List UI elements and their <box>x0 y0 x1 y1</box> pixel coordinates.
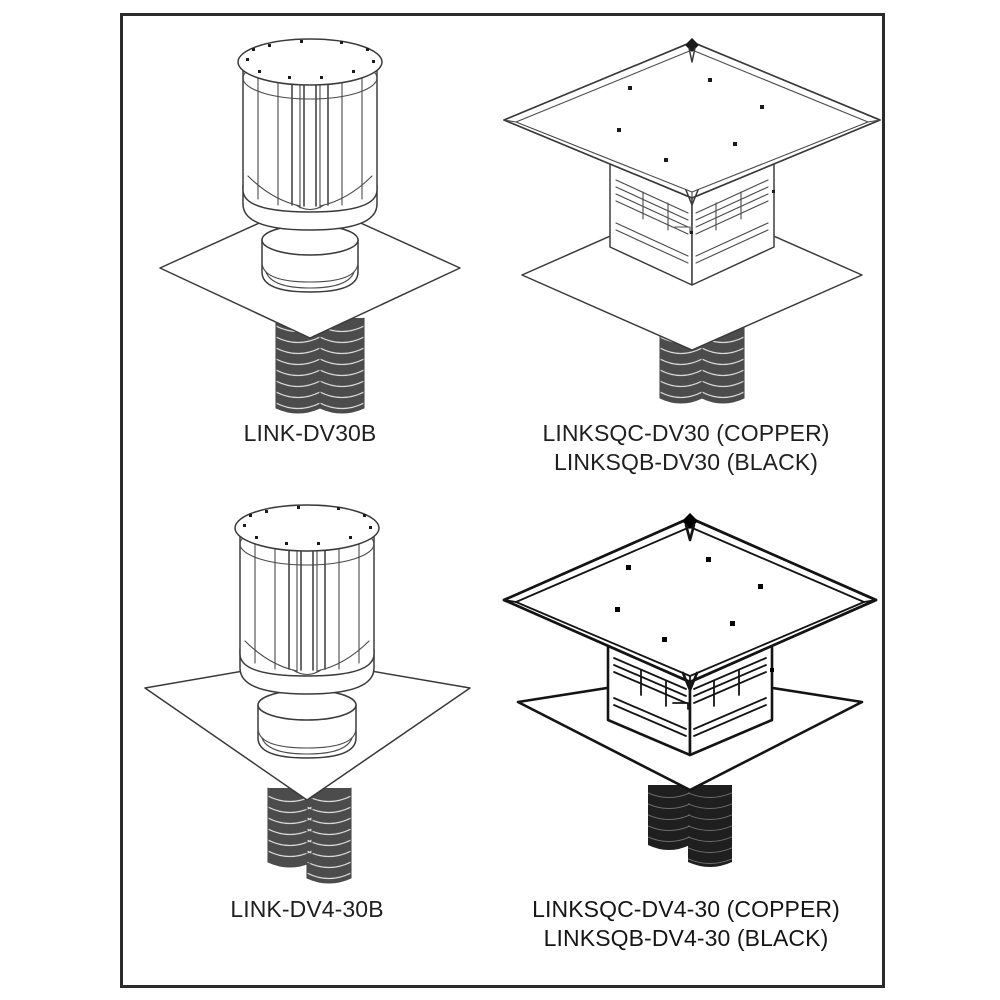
support-bars <box>239 531 375 673</box>
cap-top-disc <box>237 38 383 86</box>
flex-duct-pair <box>648 785 732 867</box>
product-illustration-link-dv4-30b <box>144 504 471 884</box>
center-posts <box>288 545 326 671</box>
louver-slats-left <box>615 179 689 264</box>
cap-louver-body <box>242 56 378 213</box>
rivet-dots <box>617 78 764 162</box>
label-linksqc-dv30: LINKSQC-DV30 (COPPER) <box>542 420 829 446</box>
label-linksqb-dv30: LINKSQB-DV30 (BLACK) <box>554 449 818 475</box>
product-illustration-linksq-dv4-30 <box>502 513 878 867</box>
cap-louver-body <box>239 522 375 677</box>
rivet-dots <box>246 40 375 79</box>
label-link-dv4-30b: LINK-DV4-30B <box>230 896 383 922</box>
rivet-dots <box>615 557 763 642</box>
cap-hip-roof <box>503 38 881 206</box>
inner-braces <box>247 175 373 211</box>
product-illustration-link-dv30b <box>159 38 461 414</box>
flex-duct-pair <box>275 317 365 414</box>
label-linksqb-dv4-30: LINKSQB-DV4-30 (BLACK) <box>544 925 829 951</box>
louver-slats-right <box>695 179 769 264</box>
label-link-dv30b: LINK-DV30B <box>244 420 377 446</box>
product-illustration-linksq-dv30 <box>503 38 881 404</box>
cap-hip-roof <box>502 513 878 692</box>
rivet-dots <box>243 506 372 545</box>
flex-duct-pair <box>267 787 352 884</box>
center-posts <box>291 79 329 207</box>
cap-collar <box>257 689 357 759</box>
louver-slats-left <box>613 657 687 737</box>
cap-collar <box>261 224 359 293</box>
louver-slats-right <box>693 657 767 737</box>
label-linksqc-dv4-30: LINKSQC-DV4-30 (COPPER) <box>532 896 840 922</box>
support-bars <box>242 65 378 209</box>
cap-top-disc <box>234 504 380 552</box>
inner-braces <box>244 640 370 676</box>
